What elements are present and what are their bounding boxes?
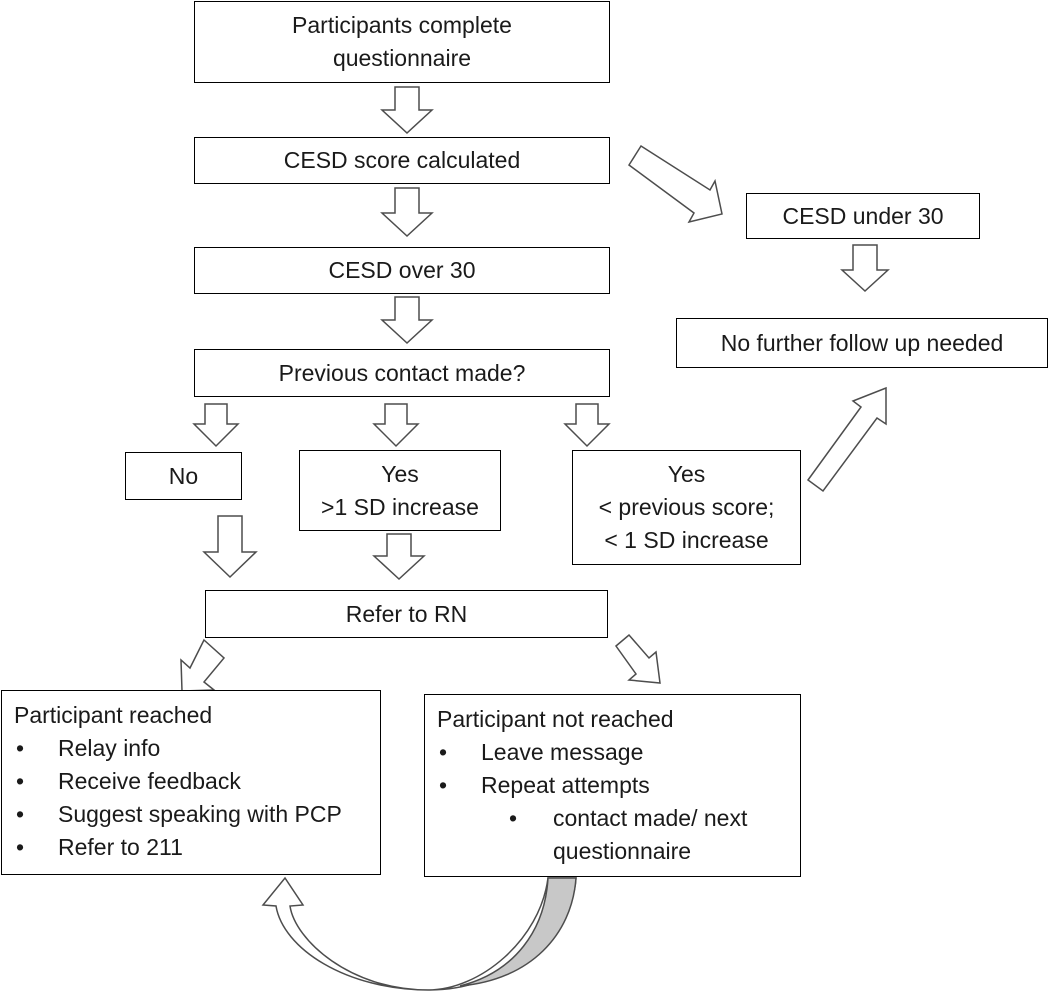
node-no-further-follow-up: No further follow up needed <box>676 318 1048 368</box>
node-text: Previous contact made? <box>278 359 526 386</box>
list-item: Leave message <box>437 736 650 769</box>
node-text: CESD under 30 <box>782 202 944 229</box>
action-list: Relay info Receive feedback Suggest spea… <box>14 732 342 864</box>
arrow-over-to-prev <box>380 296 434 345</box>
node-title: Participant reached <box>14 702 213 728</box>
arrow-rn-to-not-reached <box>614 633 661 684</box>
node-previous-contact-made: Previous contact made? <box>194 349 610 397</box>
list-item-line: contact made/ next <box>553 805 748 831</box>
node-text-line: Yes <box>667 461 706 487</box>
node-refer-to-rn: Refer to RN <box>205 590 608 638</box>
loop-arrow-shadow <box>459 877 577 987</box>
list-item: Refer to 211 <box>14 831 342 864</box>
node-no: No <box>125 452 242 500</box>
node-participant-reached: Participant reached Relay info Receive f… <box>1 690 381 875</box>
node-text: No <box>168 462 199 489</box>
node-participant-not-reached: Participant not reached Leave message Re… <box>424 694 801 877</box>
arrow-no-to-rn <box>202 515 258 579</box>
node-text: CESD score calculated <box>283 147 521 173</box>
node-cesd-score-calculated: CESD score calculated <box>194 137 610 184</box>
list-item: Suggest speaking with PCP <box>14 798 342 831</box>
node-text: No further follow up needed <box>720 329 1004 356</box>
node-participants-complete-questionnaire: Participants complete questionnaire <box>194 1 610 83</box>
node-cesd-over-30: CESD over 30 <box>194 247 610 294</box>
node-yes-increase: Yes >1 SD increase <box>299 450 501 531</box>
list-item-line: questionnaire <box>553 838 692 864</box>
arrow-calc-to-under <box>627 144 723 224</box>
node-text-line: >1 SD increase <box>321 493 479 520</box>
arrow-start-to-calc <box>380 86 434 135</box>
arrow-yes-lower-to-nofollow <box>806 386 887 493</box>
arrow-under-to-nofollow <box>840 244 890 293</box>
arrow-yes-increase-to-rn <box>372 533 426 581</box>
node-text-line: Yes <box>381 460 419 487</box>
node-text-line: < 1 SD increase <box>604 527 769 553</box>
arrow-rn-to-reached <box>180 638 226 692</box>
list-item: Repeat attempts <box>437 769 650 802</box>
action-list: Leave message Repeat attempts <box>437 736 650 802</box>
node-text: CESD over 30 <box>328 257 476 283</box>
node-yes-lower-score: Yes < previous score; < 1 SD increase <box>572 450 801 565</box>
sub-action-list: contact made/ next questionnaire <box>437 802 747 868</box>
arrow-prev-to-yes-lower <box>563 403 611 448</box>
node-text-line: questionnaire <box>332 45 472 71</box>
node-cesd-under-30: CESD under 30 <box>746 193 980 239</box>
arrow-prev-to-no <box>192 403 240 448</box>
arrow-calc-to-over <box>380 187 434 238</box>
node-text-line: Participants complete <box>292 12 512 38</box>
node-text: Refer to RN <box>345 600 468 627</box>
arrow-prev-to-yes-increase <box>372 403 420 448</box>
list-item: contact made/ next questionnaire <box>507 802 747 868</box>
list-item: Receive feedback <box>14 765 342 798</box>
node-title: Participant not reached <box>437 706 674 732</box>
list-item: Relay info <box>14 732 342 765</box>
loop-arrow-not-reached-to-reached <box>261 876 577 991</box>
node-text-line: < previous score; <box>598 494 775 520</box>
